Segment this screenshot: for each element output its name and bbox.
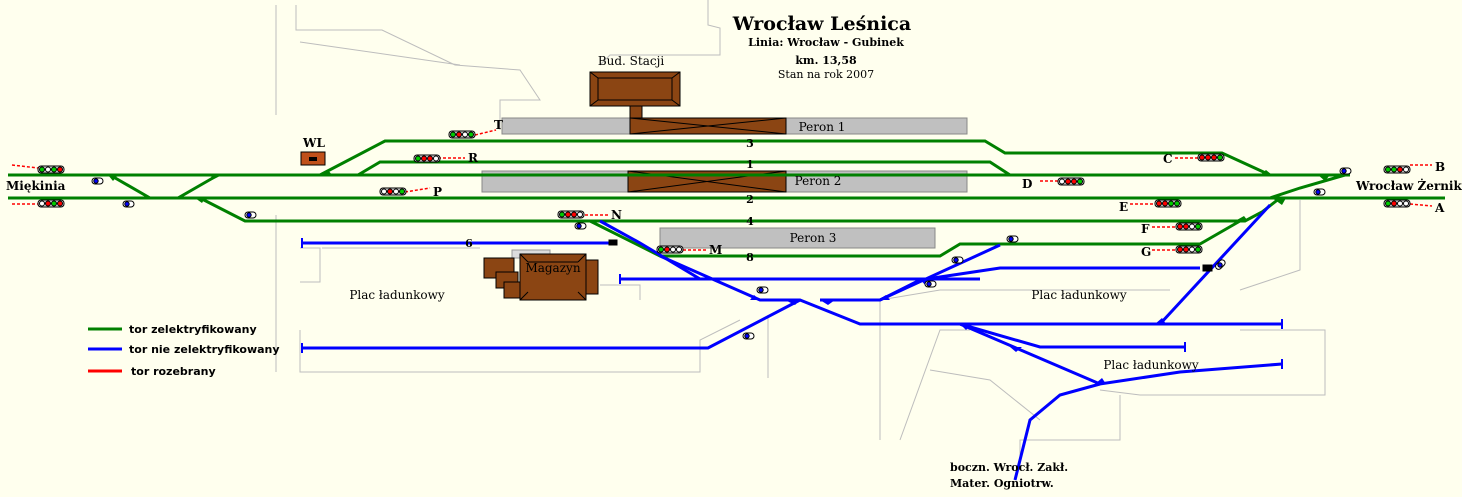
signal-lights: [37, 130, 1411, 254]
station-building-label: Bud. Stacji: [598, 54, 664, 68]
warehouse-building: [483, 249, 599, 301]
legend-electrified-label: tor zelektryfikowany: [129, 323, 257, 336]
signal-d: D: [1022, 177, 1032, 191]
legend: tor zelektryfikowany tor nie zelektryfik…: [88, 323, 280, 378]
platform-3: [659, 227, 936, 249]
track-4-label: 4: [746, 215, 754, 228]
signal-d-lamp: [1057, 177, 1085, 186]
signal-c: C: [1163, 152, 1173, 166]
removed-track-stubs: [11, 129, 1433, 251]
yard-label-1: Plac ładunkowy: [349, 288, 445, 302]
legend-nonelectrified-label: tor nie zelektryfikowany: [129, 343, 280, 356]
km-label: km. 13,58: [795, 54, 857, 67]
direction-east: Wrocław Żerniki: [1355, 178, 1462, 193]
signal-f-lamp: [1175, 222, 1203, 231]
signal-g-lamp: [1175, 245, 1203, 254]
yard-label-2: Plac ładunkowy: [1031, 288, 1127, 302]
signal-west-lower: [37, 199, 65, 208]
signal-n: N: [611, 208, 622, 222]
signal-m: M: [709, 243, 722, 257]
legend-removed-label: tor rozebrany: [131, 365, 216, 378]
signal-p-lamp: [379, 187, 407, 196]
wl-label: WL: [302, 136, 325, 150]
nonelectrified-switch-marks: [750, 279, 1166, 384]
buffer-stops: [301, 238, 1283, 369]
signal-r-lamp: [413, 154, 441, 163]
line-label: Linia: Wrocław - Gubinek: [748, 36, 904, 49]
platform-1-label: Peron 1: [799, 120, 846, 134]
signal-t: T: [494, 118, 503, 132]
siding-label-1: boczn. Wrocł. Zakł.: [950, 461, 1068, 474]
direction-west: Miękinia: [6, 179, 66, 193]
track-3-label: 3: [746, 137, 754, 150]
status-label: Stan na rok 2007: [778, 68, 874, 81]
signal-f: F: [1141, 222, 1150, 236]
track-1-label: 1: [746, 158, 754, 171]
warehouse-label: Magazyn: [525, 261, 580, 275]
switch-marks: [108, 170, 1330, 221]
station-title: Wrocław Leśnica: [732, 13, 911, 35]
platform-3-label: Peron 3: [790, 231, 837, 245]
track-2-label: 2: [746, 193, 754, 206]
signal-e-lamp: [1154, 199, 1182, 208]
signal-west-upper: [37, 165, 65, 174]
signal-e: E: [1119, 200, 1128, 214]
track-6-label: 6: [465, 237, 473, 250]
track-8-label: 8: [746, 251, 754, 264]
signal-b-lamp: [1383, 165, 1411, 174]
roads: [275, 0, 1326, 460]
station-building: [589, 71, 681, 121]
signal-r: R: [468, 151, 479, 165]
signal-b: B: [1435, 160, 1445, 174]
signal-m-lamp: [656, 245, 684, 254]
signal-p: P: [433, 185, 442, 199]
signal-c-lamp: [1197, 153, 1225, 162]
platform-1: [501, 117, 968, 135]
signal-g: G: [1141, 245, 1151, 259]
signal-a: A: [1434, 201, 1445, 215]
wl-signal-box: [300, 151, 326, 166]
signal-a-lamp: [1383, 199, 1411, 208]
shunting-signals: [91, 167, 1352, 340]
siding-label-2: Mater. Ogniotrw.: [950, 477, 1054, 490]
signal-n-lamp: [557, 210, 585, 219]
yard-label-3: Plac ładunkowy: [1103, 358, 1199, 372]
signal-t-lamp: [448, 130, 476, 139]
platform-2-label: Peron 2: [795, 174, 842, 188]
